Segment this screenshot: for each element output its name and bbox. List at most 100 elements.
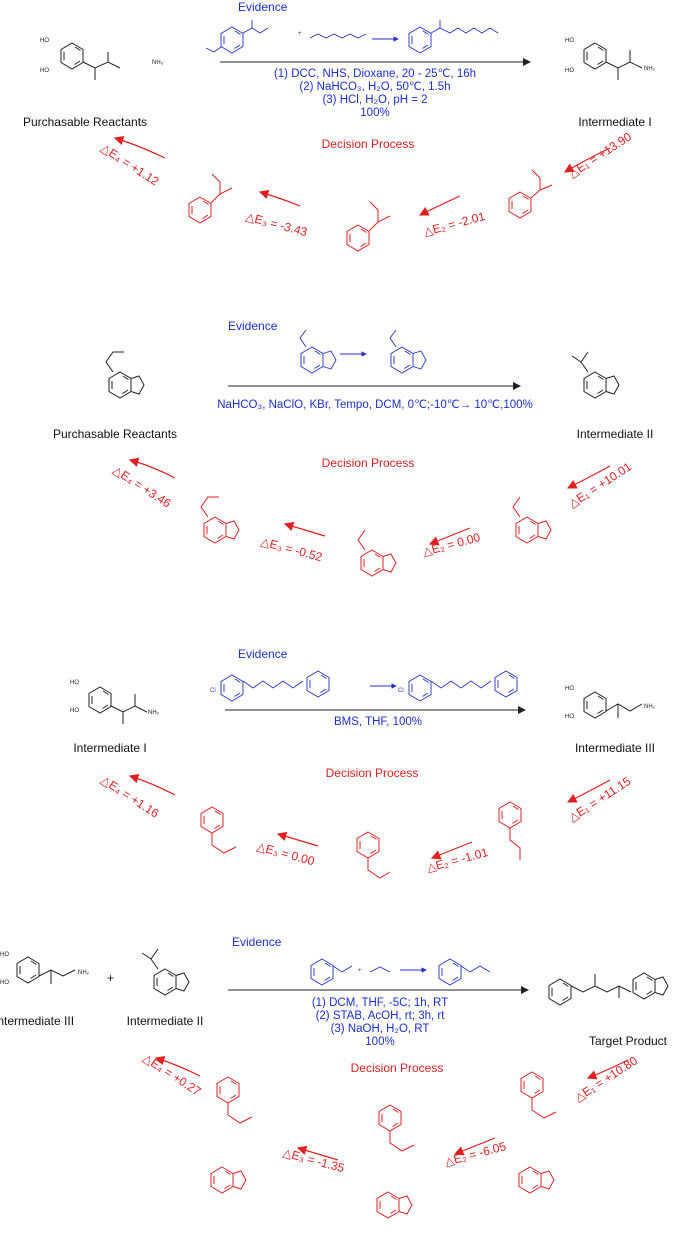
atom-label: Cl [210,688,216,694]
svg-text:+: + [358,968,362,974]
decision-arrow [154,1055,201,1077]
decision-title: Decision Process [351,1061,444,1075]
evidence-reaction [299,329,426,373]
energy-label: △E₃ = -0.52 [259,534,324,564]
atom-label: HO [565,38,574,44]
decision-arrow [418,195,461,216]
decision-molecule [519,1071,557,1193]
atom-label: HO [70,680,79,686]
molecule-intermediate-2 [141,948,189,995]
decision-arrow [430,841,473,860]
evidence-title: Evidence [228,319,278,333]
energy-label: △E₄ = +1.12 [98,141,161,189]
evidence-title: Evidence [238,0,288,14]
evidence-title: Evidence [232,935,282,949]
decision-arrow [283,521,326,537]
energy-label: △E₁ = +10.01 [566,459,634,510]
molecule-intermediate-3 [583,691,643,719]
condition-line: BMS, THF, 100% [334,716,422,728]
decision-molecule [211,1076,253,1193]
atom-label: HO [0,980,9,986]
energy-label: △E₂ = -1.01 [425,845,490,875]
decision-arrow [276,831,319,847]
energy-label: △E₄ = +1.16 [98,773,161,821]
left-label: Intermediate III [0,1014,74,1028]
condition-line: (2) NaHCO₃, H₂O, 50℃, 1.5h [299,81,450,93]
energy-label: △E₄ = +0.27 [140,1051,203,1099]
atom-label: NH₂ [644,704,656,710]
condition-line: 100% [360,107,389,119]
left-label: Purchasable Reactants [53,427,177,441]
atom-label: NH₂ [644,66,656,72]
left-label: Purchasable Reactants [23,115,147,129]
molecule-target [548,973,668,1006]
molecule-intermediate-1 [88,686,148,724]
decision-arrow [453,1137,496,1156]
svg-text:+: + [298,31,302,37]
decision-arrow [586,1059,629,1080]
atom-label: HO [40,68,49,74]
decision-molecule [346,201,391,252]
molecule-intermediate-3 [16,956,76,984]
decision-title: Decision Process [326,766,419,780]
decision-molecule [508,169,553,219]
atom-label: NH₃ [152,60,164,66]
atom-label: HO [565,68,574,74]
atom-label: HO [565,686,574,692]
condition-line: (1) DCC, NHS, Dioxane, 20 - 25℃, 16h [274,68,476,80]
energy-label: △E₁ = +13.90 [566,129,634,180]
decision-arrow [566,465,611,489]
decision-arrow [128,773,176,796]
decision-arrow [113,135,166,159]
condition-line: (3) HCl, H₂O, pH = 2 [322,94,427,106]
energy-label: △E₂ = -2.01 [422,209,487,239]
condition-line: 100% [365,1036,394,1048]
atom-label: HO [565,714,574,720]
atom-label: NH₂ [148,710,160,716]
energy-label: △E₂ = 0.00 [421,530,482,559]
energy-label: △E₁ = +11.15 [566,774,634,825]
molecule-reactant [60,42,121,80]
right-label: Intermediate I [578,115,651,129]
energy-label: △E₃ = 0.00 [255,839,316,868]
decision-arrow [428,527,471,546]
stage-3: Evidence Cl Cl BMS, THF, 100% HO HO NH₂ [70,647,656,879]
plus-sign: + [107,971,114,985]
stage-2: Evidence NaHCO₃, NaClO, KBr, Tempo, DCM,… [53,319,653,576]
condition-line: (1) DCM, THF, -5C; 1h, RT [312,997,448,1009]
energy-label: △E₄ = +3.46 [110,463,173,511]
molecule-reactant [105,351,144,398]
condition-line: NaHCO₃, NaClO, KBr, Tempo, DCM, 0℃;-10℃→… [217,399,532,411]
atom-label: HO [40,38,49,44]
decision-arrow [296,1145,339,1161]
condition-line: (3) NaOH, H₂O, RT [331,1023,430,1035]
atom-label: HO [0,952,9,958]
decision-title: Decision Process [322,137,415,151]
molecule-intermediate-1 [583,42,643,80]
atom-label: NH₂ [78,970,90,976]
decision-title: Decision Process [322,456,415,470]
decision-arrow [563,147,611,173]
left-label-2: Intermediate II [127,1014,204,1028]
decision-molecule [512,496,551,543]
evidence-reaction: + [310,958,491,986]
evidence-reaction [220,670,518,702]
right-label: Intermediate II [577,427,654,441]
right-label: Target Product [589,1034,668,1048]
energy-label: △E₃ = -1.35 [281,1145,346,1175]
decision-molecule [188,173,233,224]
energy-label: △E₁ = +10.80 [572,1053,640,1104]
decision-molecule [357,529,396,576]
decision-molecule [200,806,237,854]
evidence-title: Evidence [238,647,288,661]
evidence-reaction: + [205,20,499,54]
molecule-intermediate-2 [571,351,619,398]
energy-label: △E₂ = -6.05 [443,1139,508,1169]
decision-molecule [200,496,239,543]
stage-4: Evidence + (1) DCM, THF, -5C; 1h, RT (2)… [0,935,668,1218]
left-label: Intermediate I [73,741,146,755]
decision-arrow [128,457,176,479]
condition-line: (2) STAB, AcOH, rt; 3h, rt [316,1010,446,1022]
right-label: Intermediate III [575,741,655,755]
